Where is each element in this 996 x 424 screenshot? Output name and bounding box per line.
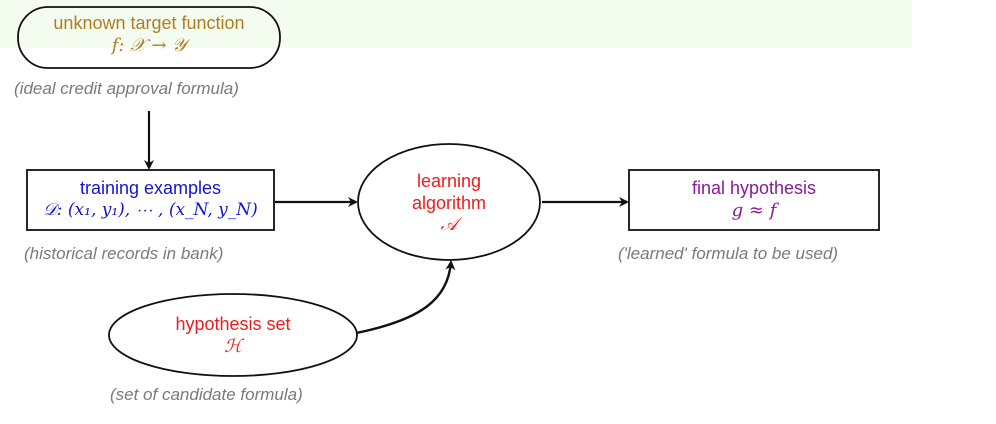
training-examples-formula: 𝒟: (x₁, y₁), ⋯ , (x_N, y_N) bbox=[43, 199, 258, 220]
learning-algorithm-line2: algorithm bbox=[411, 192, 487, 213]
header-band bbox=[0, 0, 912, 48]
final-hypothesis-box bbox=[628, 169, 880, 231]
training-examples-caption: (historical records in bank) bbox=[24, 244, 224, 263]
training-examples-label: training examples 𝒟: (x₁, y₁), ⋯ , (x_N,… bbox=[27, 178, 274, 220]
target-function-label: unknown target function f: 𝒳 → 𝒴 bbox=[18, 13, 280, 56]
hypothesis-set-symbol: ℋ bbox=[224, 335, 242, 357]
learning-algorithm-ellipse bbox=[357, 143, 541, 261]
final-hypothesis-title: final hypothesis bbox=[691, 178, 817, 198]
hypothesis-set-label: hypothesis set ℋ bbox=[109, 314, 357, 357]
hypothesis-set-title: hypothesis set bbox=[175, 314, 291, 334]
learning-algorithm-label: learning algorithm 𝒜 bbox=[358, 171, 540, 236]
target-function-box bbox=[17, 6, 281, 69]
hypothesis-set-caption: (set of candidate formula) bbox=[110, 385, 303, 404]
target-function-title: unknown target function bbox=[53, 13, 245, 33]
arrow-hypothesis-to-algorithm bbox=[355, 260, 456, 335]
final-hypothesis-caption: ('learned' formula to be used) bbox=[618, 244, 839, 263]
target-function-caption: (ideal credit approval formula) bbox=[14, 79, 239, 98]
learning-algorithm-line1: learning bbox=[416, 171, 482, 191]
target-function-formula: f: 𝒳 → 𝒴 bbox=[111, 34, 187, 56]
final-hypothesis-formula: g ≈ f bbox=[731, 199, 777, 221]
training-examples-box bbox=[26, 169, 275, 231]
hypothesis-set-ellipse bbox=[108, 293, 358, 377]
final-hypothesis-label: final hypothesis g ≈ f bbox=[629, 178, 879, 221]
learning-algorithm-symbol: 𝒜 bbox=[440, 214, 458, 236]
training-examples-title: training examples bbox=[79, 178, 222, 198]
